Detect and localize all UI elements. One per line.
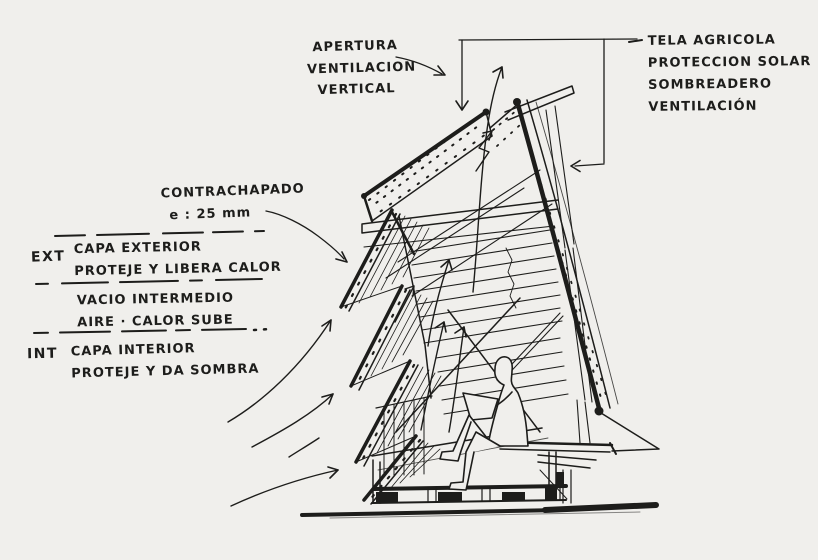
upper-slats	[409, 229, 563, 344]
person-front-leg	[439, 414, 488, 462]
annotation-line: PROTECCION SOLAR	[647, 54, 812, 71]
tela-bracket-top	[458, 38, 638, 41]
annotation-line: VACIO INTERMEDIO	[76, 290, 235, 309]
tela-lower-anchor	[600, 412, 660, 452]
annotation-capa-exterior: CAPA EXTERIOR PROTEJE Y LIBERA CALOR	[74, 235, 282, 282]
annotation-line: PROTEJE Y LIBERA CALOR	[74, 259, 282, 279]
tela-bracket-right	[574, 38, 605, 167]
person-back-leg	[448, 431, 501, 491]
seated-person	[439, 356, 529, 491]
annotation-vacio-intermedio: VACIO INTERMEDIO AIRE · CALOR SUBE	[77, 288, 235, 334]
layer-label-ext: EXT	[30, 248, 66, 266]
interior-framing	[361, 105, 593, 444]
blade-2	[349, 284, 434, 391]
blade-3	[354, 359, 442, 467]
tela-dash	[628, 39, 643, 43]
annotation-line: VENTILACIÓN	[648, 98, 758, 115]
annotation-line: AIRE · CALOR SUBE	[77, 312, 234, 330]
cavity-arrow-0	[394, 285, 415, 323]
separator-dashes	[33, 230, 272, 334]
blade-1	[339, 208, 430, 312]
annotation-apertura: APERTURA VENTILACION VERTICAL	[306, 35, 417, 102]
bench	[496, 412, 660, 504]
annotation-capa-interior: CAPA INTERIOR PROTEJE Y DA SOMBRA	[70, 337, 260, 385]
annotation-tela-agricola: TELA AGRICOLA PROTECCION SOLAR SOMBREADE…	[648, 29, 812, 119]
ground-line	[300, 502, 659, 519]
contrachapado-arrow	[265, 210, 345, 260]
annotation-contrachapado: CONTRACHAPADO e : 25 mm	[160, 178, 306, 226]
airflow-arrows	[227, 66, 504, 507]
right-studs	[545, 105, 593, 403]
apertura-arrow	[395, 56, 443, 75]
annotation-line: TELA AGRICOLA	[647, 32, 776, 49]
person-body	[487, 356, 529, 447]
inlet-arrow-3	[230, 469, 339, 507]
annotation-line: APERTURA	[312, 38, 399, 56]
zigzag-arrow	[475, 130, 493, 172]
cavity-arrow-2	[420, 321, 445, 431]
eave-beam	[361, 199, 559, 234]
inlet-tail-4	[288, 437, 320, 458]
annotation-line: VENTILACION	[306, 59, 417, 77]
inlet-arrow-1	[227, 319, 332, 423]
exit-arrow	[472, 66, 503, 293]
down-arrowhead	[455, 100, 469, 111]
left-facade-blades	[339, 208, 442, 505]
cavity-arrow-3	[448, 326, 465, 433]
right-wall	[489, 85, 619, 416]
inlet-arrow-2	[251, 393, 334, 448]
cavity-arrow-1	[427, 259, 450, 347]
annotation-line: VERTICAL	[317, 81, 396, 99]
leader-lines	[265, 38, 643, 263]
annotation-line: SOMBREADERO	[648, 76, 773, 93]
left-arrowhead	[570, 159, 581, 173]
tela-edge	[514, 98, 603, 415]
inner-wall	[375, 215, 433, 477]
layer-label-int: INT	[26, 345, 59, 363]
